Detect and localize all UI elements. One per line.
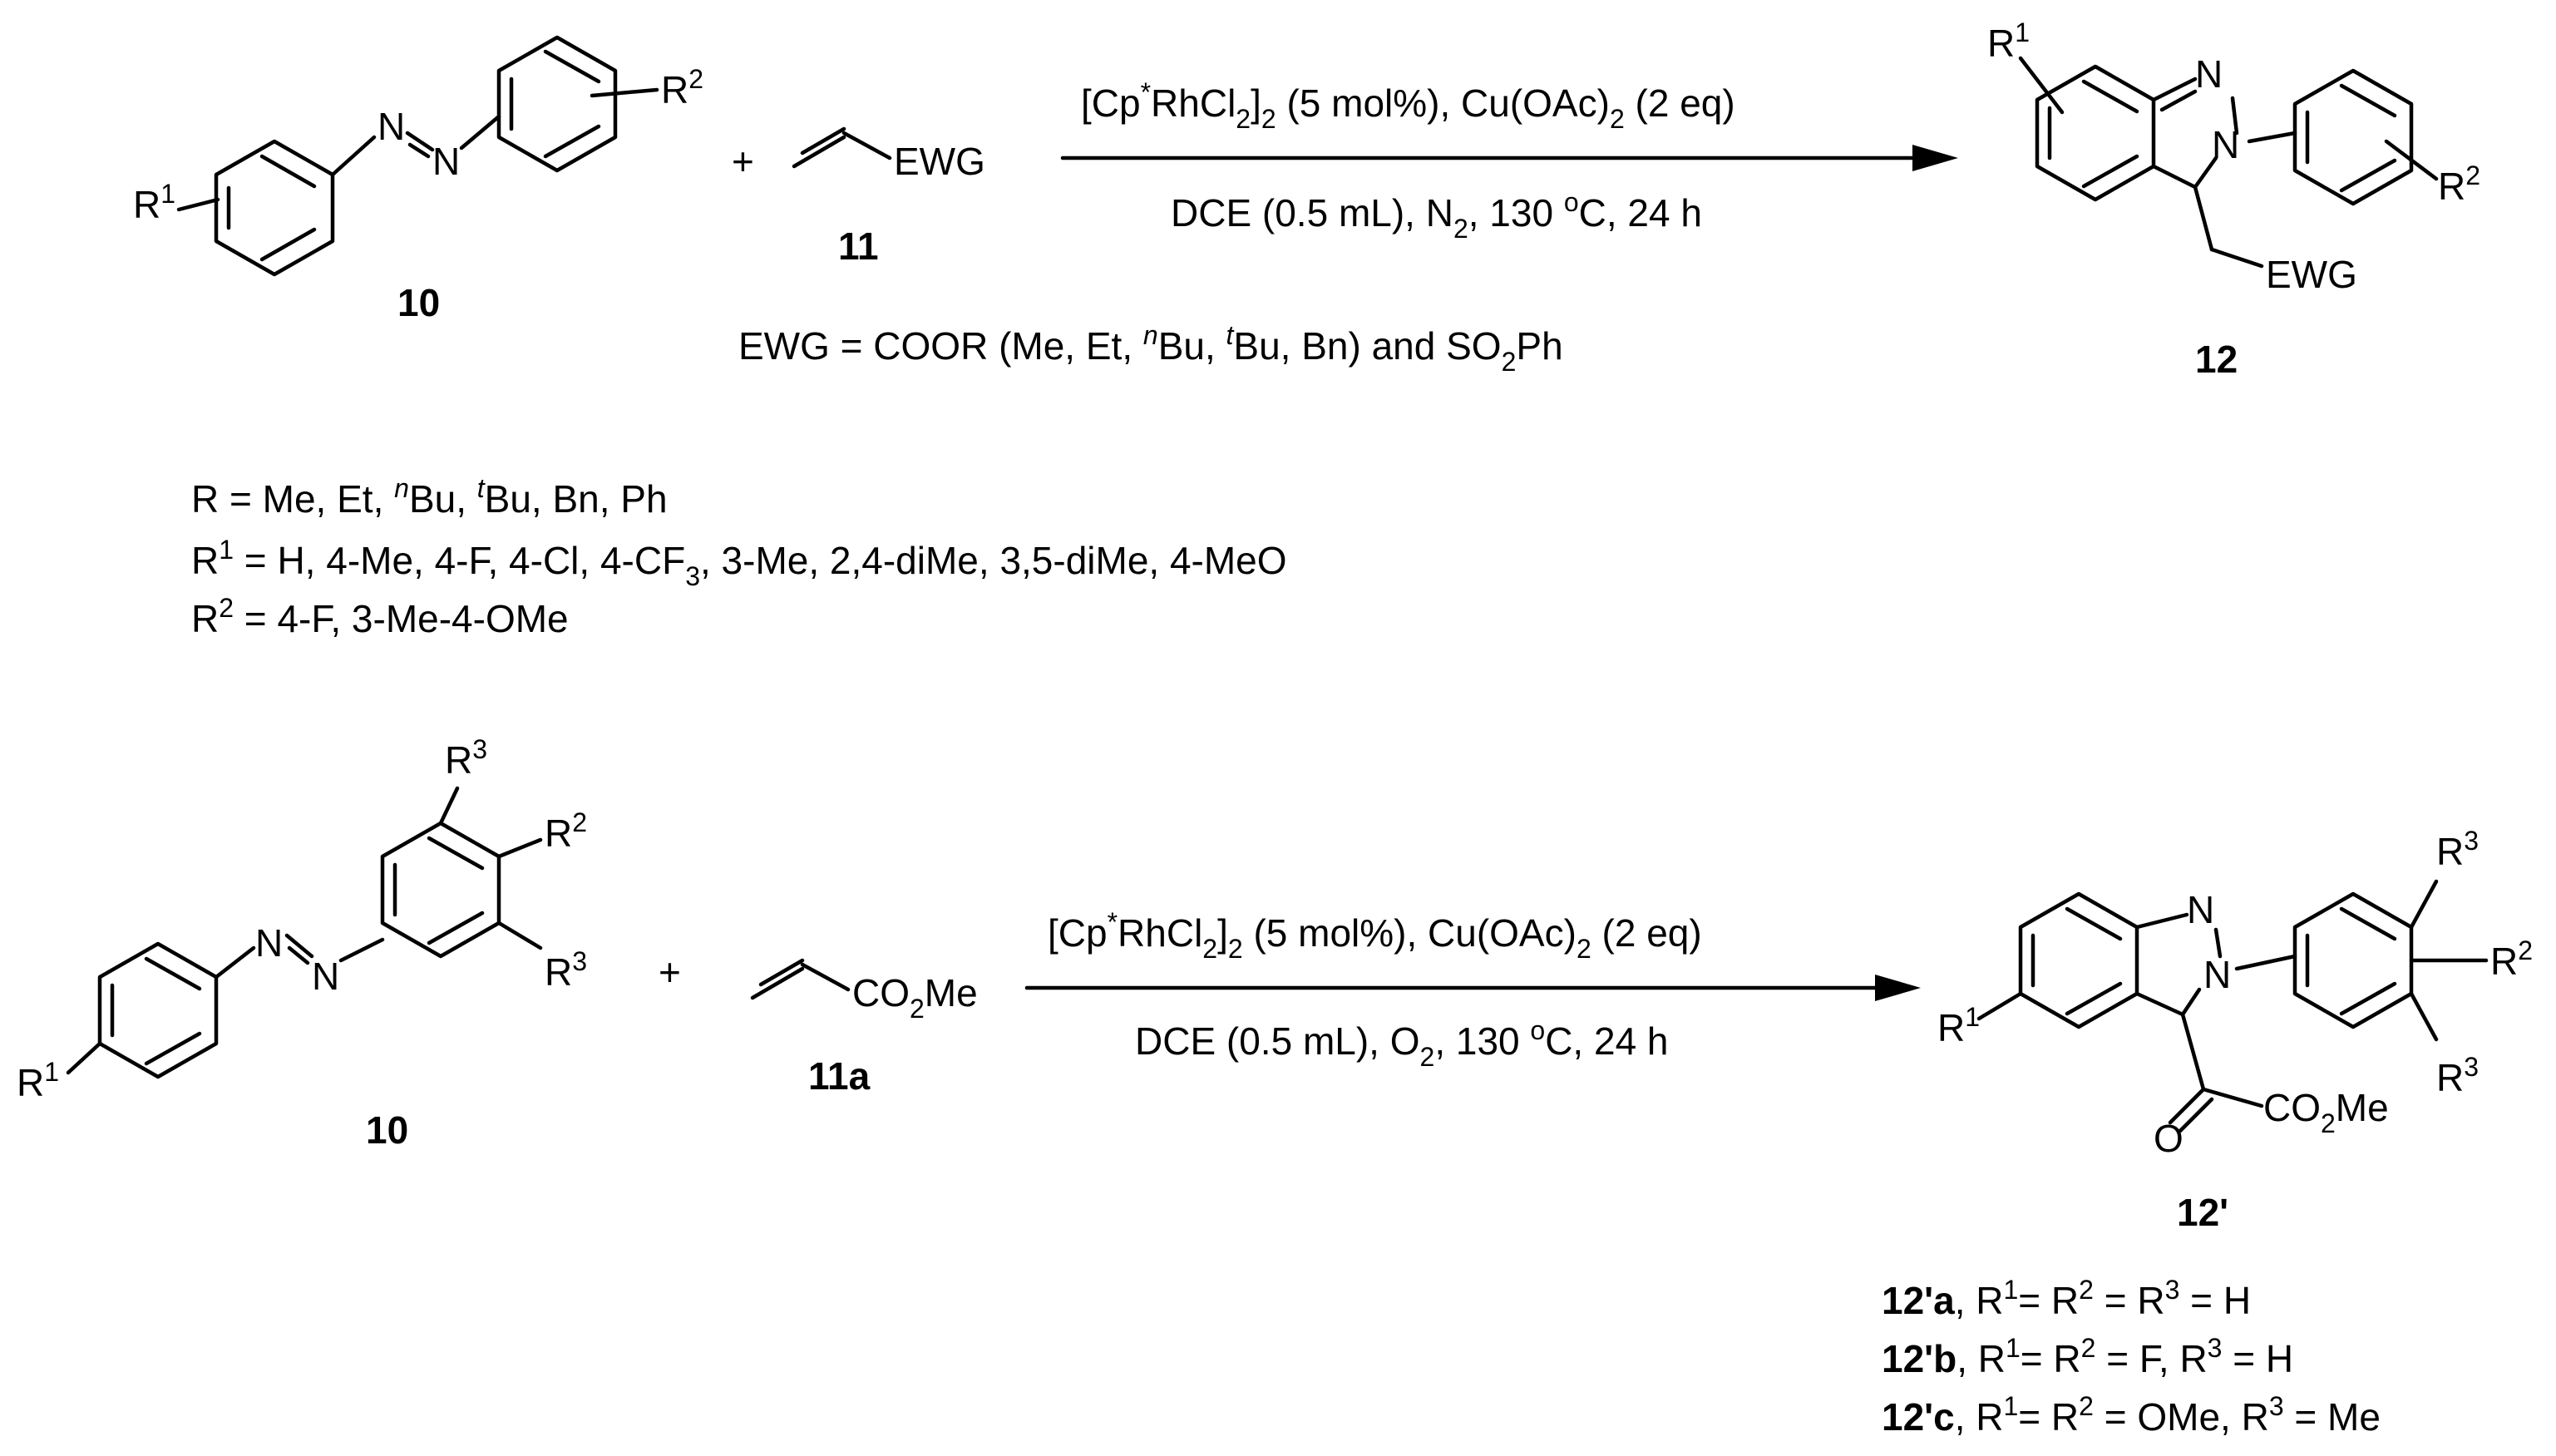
compound-label-10-top: 10 <box>397 281 440 324</box>
example-12a: 12'a, R1= R2 = R3 = H <box>1882 1275 2251 1322</box>
compound-label-12: 12 <box>2195 338 2238 381</box>
conditions-bottom-line2: DCE (0.5 mL), O2, 130 oC, 24 h <box>1135 1015 1669 1072</box>
conditions-top-line1: [Cp*RhCl2]2 (5 mol%), Cu(OAc)2 (2 eq) <box>1081 77 1735 134</box>
product-r2: R2 <box>2438 160 2480 208</box>
compound-label-11a: 11a <box>808 1054 871 1098</box>
product-r1: R1 <box>1987 17 2030 65</box>
azobenzene-10-bottom: R1 N N R3 R2 R3 10 <box>17 734 587 1152</box>
r2-label: R2 <box>661 64 703 111</box>
product-ewg: EWG <box>2266 253 2357 296</box>
product-prime-r3-bottom: R3 <box>2436 1052 2479 1099</box>
ewg-definition: EWG = COOR (Me, Et, nBu, tBu, Bn) and SO… <box>738 320 1563 377</box>
product-prime-r1: R1 <box>1937 1002 1980 1049</box>
ewg-label-alkene: EWG <box>894 140 985 183</box>
product-prime-n2: N <box>2203 953 2231 996</box>
plus-sign-bottom: + <box>659 950 681 994</box>
product-prime-oxygen: O <box>2154 1117 2183 1160</box>
bottom-r1: R1 <box>17 1057 59 1104</box>
acrylate-co2me: CO2Me <box>852 971 978 1024</box>
substituent-line-r: R = Me, Et, nBu, tBu, Bn, Ph <box>191 473 668 521</box>
methyl-acrylate-11a: CO2Me 11a <box>750 958 978 1098</box>
product-n1: N <box>2195 52 2223 96</box>
bottom-n-top: N <box>255 921 283 965</box>
n-top-label: N <box>377 105 405 148</box>
substituent-line-r2: R2 = 4-F, 3-Me-4-OMe <box>191 593 569 640</box>
conditions-bottom-line1: [Cp*RhCl2]2 (5 mol%), Cu(OAc)2 (2 eq) <box>1048 907 1702 964</box>
product-prime-n1: N <box>2187 888 2214 931</box>
substituent-line-r1: R1 = H, 4-Me, 4-F, 4-Cl, 4-CF3, 3-Me, 2,… <box>191 535 1287 591</box>
reaction-arrow-top <box>1060 145 1958 171</box>
bottom-r3-bottom: R3 <box>545 946 587 994</box>
compound-label-12-prime: 12' <box>2177 1191 2228 1234</box>
product-prime-co2me: CO2Me <box>2263 1086 2389 1138</box>
example-12c: 12'c, R1= R2 = OMe, R3 = Me <box>1882 1391 2381 1439</box>
indazole-product-12-prime: R1 N N R3 R2 R3 O CO2Me 12' <box>1937 826 2533 1234</box>
azobenzene-10-top: R1 N N R2 10 <box>133 35 703 324</box>
alkene-11: EWG 11 <box>792 126 985 268</box>
compound-label-10-bottom: 10 <box>366 1108 408 1152</box>
product-n2: N <box>2212 123 2239 166</box>
bottom-r3-top: R3 <box>445 734 487 782</box>
conditions-top-line2: DCE (0.5 mL), N2, 130 oC, 24 h <box>1171 187 1702 244</box>
product-prime-r3-top: R3 <box>2436 826 2479 873</box>
bottom-n-bottom: N <box>312 955 339 998</box>
compound-label-11: 11 <box>838 225 879 268</box>
r1-label: R1 <box>133 179 175 226</box>
bottom-r2: R2 <box>545 807 587 855</box>
n-bottom-label: N <box>432 140 460 183</box>
plus-sign-top: + <box>732 140 754 183</box>
product-prime-r2: R2 <box>2490 935 2533 983</box>
example-12b: 12'b, R1= R2 = F, R3 = H <box>1882 1333 2293 1380</box>
reaction-arrow-bottom <box>1024 975 1921 1001</box>
indazole-product-12: R1 N N R2 EWG 12 <box>1987 17 2480 381</box>
